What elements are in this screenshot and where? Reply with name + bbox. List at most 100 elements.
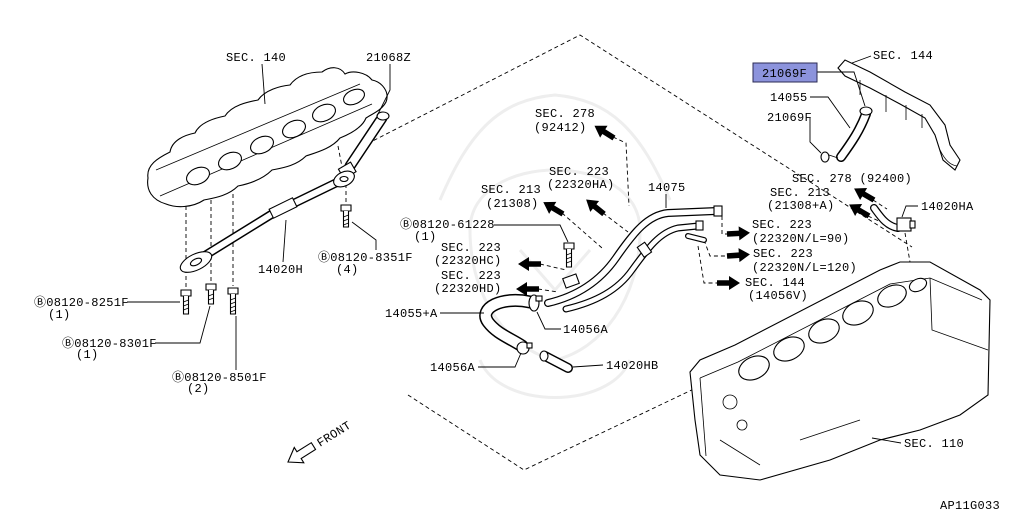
callout-code: (22320N/L=90) [752,232,850,246]
part-14020HA-fitting [870,204,916,232]
engine-block [689,261,991,481]
bolt-08120-61228 [563,242,575,268]
callout-21069F[interactable]: 21069F [767,111,812,125]
callout-code: (22320HA) [547,178,615,192]
arrow-icon[interactable] [516,282,539,296]
callout-text: SEC. 110 [904,437,964,451]
arrow-icon[interactable] [518,257,541,271]
front-indicator: FRONT [287,419,354,464]
front-arrow-icon [287,441,317,464]
callout-21068Z[interactable]: 21068Z [366,51,411,65]
callout-bolt-08120-61228[interactable]: Ⓑ08120-61228 (1) [400,217,495,244]
callout-text: SEC. 213 [481,183,541,197]
callout-code: (21308+A) [767,199,835,213]
part-21069F-clip [820,151,839,163]
arrow-icon[interactable] [846,198,873,222]
callout-sec-278-92400[interactable]: SEC. 278 (92400) [792,172,912,186]
callout-sec-213-21308[interactable]: SEC. 213 (21308) [481,183,541,211]
callout-code: (22320HD) [434,282,502,296]
bolt-08120-8301F [205,283,217,305]
callout-text: Ⓑ08120-8351F [318,250,413,265]
callout-sec-144-14056V[interactable]: SEC. 144 (14056V) [745,276,808,303]
callout-text: SEC. 223 [752,218,812,232]
callout-text: SEC. 278 (92400) [792,172,912,186]
callout-code: (22320HC) [434,254,502,268]
callout-code: (14056V) [748,289,808,303]
callout-text: 21068Z [366,51,411,65]
callout-sec-223-22320HA[interactable]: SEC. 223 (22320HA) [547,165,615,192]
callout-sec-223-22320HD[interactable]: SEC. 223 (22320HD) [434,269,502,296]
callout-14055A[interactable]: 14055+A [385,307,438,321]
part-14056A-clamp-upper [528,294,543,312]
callout-text: 14075 [648,181,686,195]
callout-14020H[interactable]: 14020H [258,263,303,277]
arrow-icon[interactable] [726,247,751,263]
callout-sec-110[interactable]: SEC. 110 [904,437,964,451]
arrow-icon[interactable] [591,120,618,144]
rail-sec-144 [837,59,961,171]
callout-text: Ⓑ08120-8301F [62,336,157,351]
arrow-icon[interactable] [851,182,878,206]
bolt-08120-8251F [180,289,192,315]
callout-bolt-08120-8351F[interactable]: Ⓑ08120-8351F (4) [318,250,413,277]
callout-text: 21069F [762,67,807,81]
callout-sec-144-rail[interactable]: SEC. 144 [873,49,933,63]
callout-code: (21308) [486,197,539,211]
callout-text: Ⓑ08120-8501F [172,370,267,385]
callout-14020HB[interactable]: 14020HB [606,359,659,373]
callout-sec-278-92412[interactable]: SEC. 278 (92412) [534,107,595,135]
callout-sec-140[interactable]: SEC. 140 [226,51,286,65]
front-label: FRONT [315,419,354,451]
callout-sec-223-22320N-90[interactable]: SEC. 223 (22320N/L=90) [752,218,850,246]
callout-text: SEC. 140 [226,51,286,65]
callout-sec-213-21308A[interactable]: SEC. 213 (21308+A) [767,186,835,213]
callout-text: 14055 [770,91,808,105]
selected-highlight [752,62,818,83]
callout-bolt-08120-8251F[interactable]: Ⓑ08120-8251F (1) [34,295,129,322]
callout-text: Ⓑ08120-61228 [400,217,495,232]
callout-text: 14056A [430,361,476,375]
callout-21069F-selected[interactable]: 21069F [752,62,818,83]
callout-text: SEC. 213 [770,186,830,200]
callout-text: SEC. 144 [745,276,805,290]
part-14020HB-pipe [539,350,573,373]
callout-qty: (1) [414,230,437,244]
part-14075-pipe-bundle [544,205,723,313]
callout-text: 21069F [767,111,812,125]
arrow-icon[interactable] [582,194,609,219]
arrow-icon[interactable] [726,226,751,241]
callout-text: 14055+A [385,307,438,321]
callout-14056A-left[interactable]: 14056A [430,361,476,375]
callout-text: 14020HB [606,359,659,373]
callout-text: 14020HA [921,200,974,214]
callout-14056A-right[interactable]: 14056A [563,323,609,337]
callout-text: SEC. 223 [753,247,813,261]
callout-text: SEC. 144 [873,49,933,63]
callout-bolt-08120-8501F[interactable]: Ⓑ08120-8501F (2) [172,370,267,396]
part-14055-hose [836,109,871,162]
leader-lines [127,55,918,444]
illustration-code: AP11G033 [940,499,1000,511]
callout-text: Ⓑ08120-8251F [34,295,129,310]
arrow-icon[interactable] [717,276,740,290]
part-14055A-hose [479,293,537,353]
intake-manifold [147,67,388,208]
callout-sec-223-22320N-120[interactable]: SEC. 223 (22320N/L=120) [752,247,857,275]
callout-14020HA[interactable]: 14020HA [921,200,974,214]
part-21069F-clip-selected [859,106,873,116]
callout-text: SEC. 223 [441,241,501,255]
callout-code: (92412) [534,121,587,135]
callout-text: 14020H [258,263,303,277]
part-14056A-clamp-lower [516,341,533,355]
callout-text: 14056A [563,323,609,337]
bolt-08120-8351F [340,204,352,228]
reference-arrows [516,120,878,296]
callout-bolt-08120-8301F[interactable]: Ⓑ08120-8301F (1) [62,336,157,362]
arrow-icon[interactable] [540,196,567,220]
callout-qty: (4) [336,263,359,277]
callout-14075[interactable]: 14075 [648,181,686,195]
callout-14055[interactable]: 14055 [770,91,808,105]
callout-sec-223-22320HC[interactable]: SEC. 223 (22320HC) [434,241,502,268]
callout-code: (22320N/L=120) [752,261,857,275]
